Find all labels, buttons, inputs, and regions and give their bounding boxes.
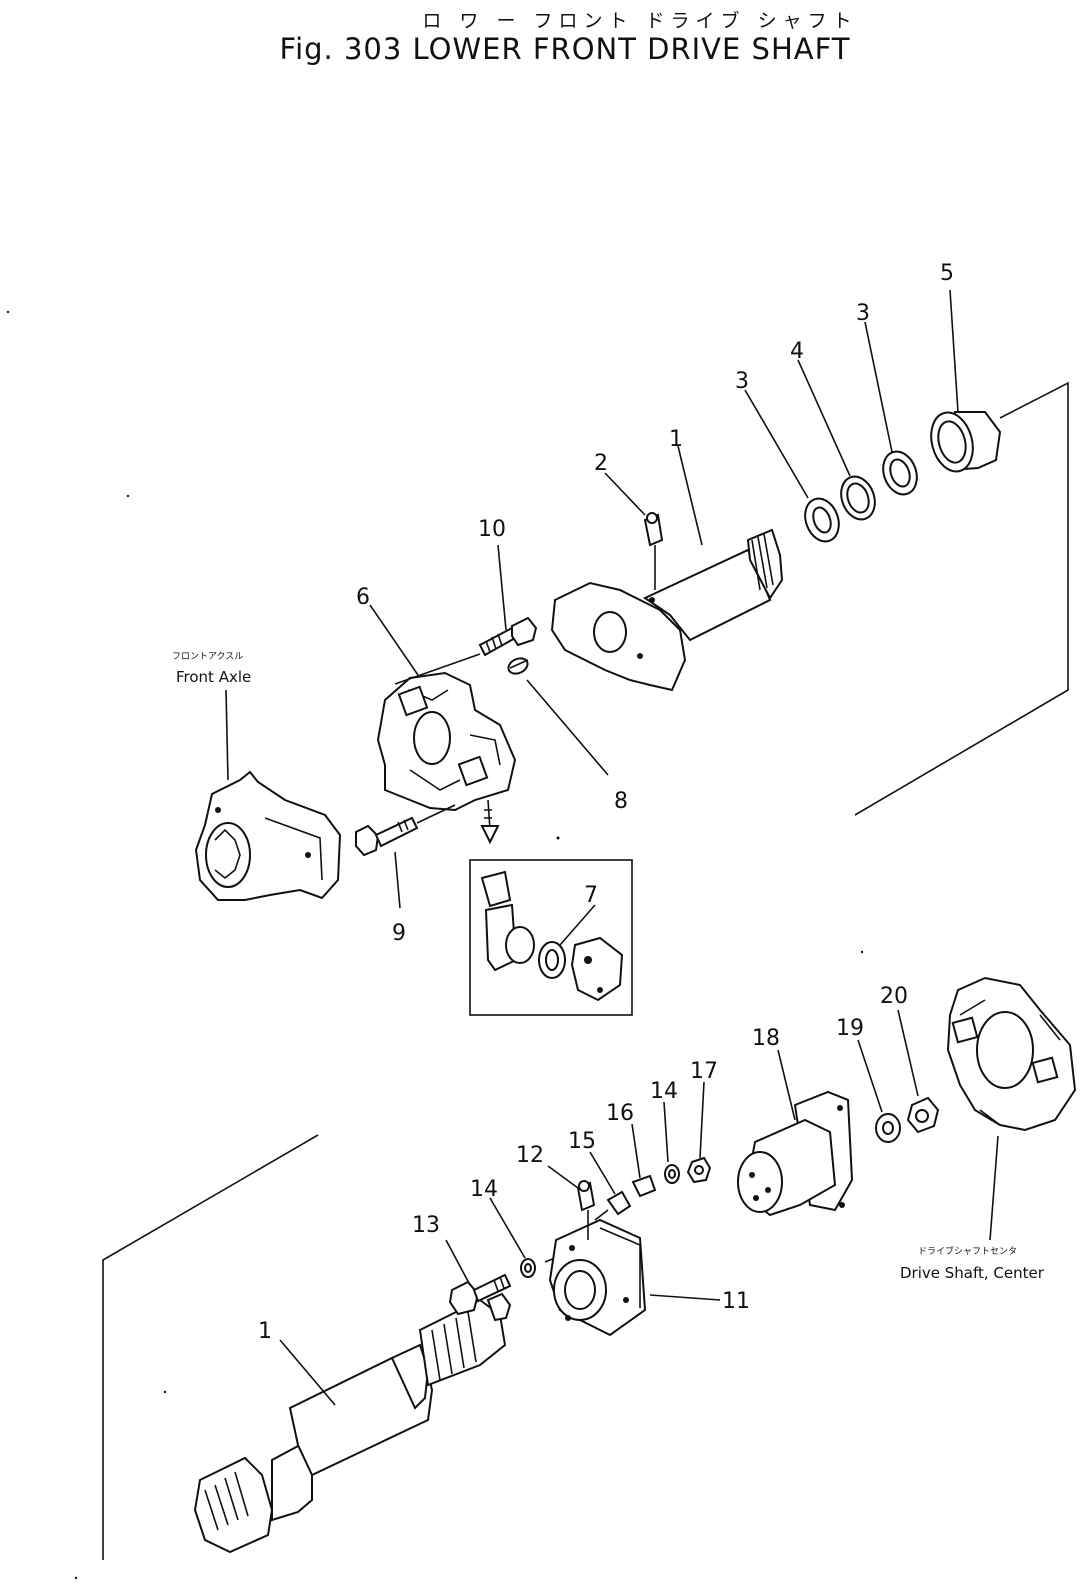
grease-fitting-8 [507, 657, 529, 675]
detail-arrow [480, 799, 500, 845]
callout-5: 5 [940, 261, 954, 286]
universal-joint-spider [376, 671, 517, 812]
callout-15: 15 [568, 1129, 596, 1154]
lock-washer-14b [664, 1164, 680, 1184]
seal-detail-box [469, 859, 633, 1016]
callout-7: 7 [584, 883, 598, 908]
callout-9: 9 [392, 921, 406, 946]
bolt-9 [355, 804, 456, 857]
callout-14-lower: 14 [470, 1177, 498, 1202]
assembly-labels: フロントアクスル Front Axle ドライブシャフトセンタ Drive Sh… [172, 651, 1045, 1282]
washer-3a [804, 497, 840, 543]
callout-4: 4 [790, 339, 804, 364]
callout-17: 17 [690, 1059, 718, 1084]
callout-14-upper: 14 [650, 1079, 678, 1104]
callout-3-right: 3 [856, 301, 870, 326]
callout-18: 18 [752, 1026, 780, 1051]
front-axle-label-jp: フロントアクスル [172, 651, 243, 662]
scan-specks [6, 310, 864, 1580]
callout-10: 10 [478, 517, 506, 542]
diagram-title: Fig. 303 LOWER FRONT DRIVE SHAFT [279, 32, 851, 66]
callout-3-left: 3 [735, 369, 749, 394]
washer-19 [875, 1113, 901, 1143]
leader-lines [225, 289, 999, 1406]
nut-20 [906, 1096, 940, 1134]
washer-3b [882, 450, 918, 496]
grease-fitting-2 [643, 512, 664, 590]
plate-16 [631, 1174, 657, 1198]
lock-plate-15 [594, 1190, 632, 1221]
callout-8: 8 [614, 789, 628, 814]
front-axle-label: Front Axle [176, 668, 251, 686]
callout-19: 19 [836, 1016, 864, 1041]
slip-yoke-shaft-1 [550, 528, 784, 692]
drive-shaft-center-yoke [946, 976, 1077, 1132]
diagram-title-japanese: ロ ワ ー フロント ドライブ シャフト [422, 10, 858, 32]
callout-13: 13 [412, 1213, 440, 1238]
drive-shaft-center-label-jp: ドライブシャフトセンタ [918, 1245, 1017, 1257]
callout-20: 20 [880, 984, 908, 1009]
nut-17 [686, 1156, 712, 1184]
companion-flange-18 [737, 1090, 854, 1217]
callout-6: 6 [356, 585, 370, 610]
grease-fitting-12 [576, 1180, 596, 1240]
splined-shaft-1 [193, 1292, 512, 1554]
drive-shaft-center-label: Drive Shaft, Center [900, 1264, 1045, 1282]
callout-2: 2 [594, 451, 608, 476]
frame-lines [102, 381, 1069, 1560]
bolt-10 [394, 616, 538, 685]
front-axle-yoke [194, 770, 342, 901]
callout-numbers: 1 2 3 4 3 5 6 10 8 9 7 18 19 20 17 14 16… [258, 261, 954, 1344]
callout-1-upper: 1 [669, 427, 683, 452]
seal-cap-5 [930, 411, 1002, 473]
callout-16: 16 [606, 1101, 634, 1126]
callout-12: 12 [516, 1143, 544, 1168]
callout-11: 11 [722, 1289, 750, 1314]
callout-1-lower: 1 [258, 1319, 272, 1344]
washer-4 [840, 475, 876, 521]
center-bearing-housing-11 [548, 1218, 721, 1337]
